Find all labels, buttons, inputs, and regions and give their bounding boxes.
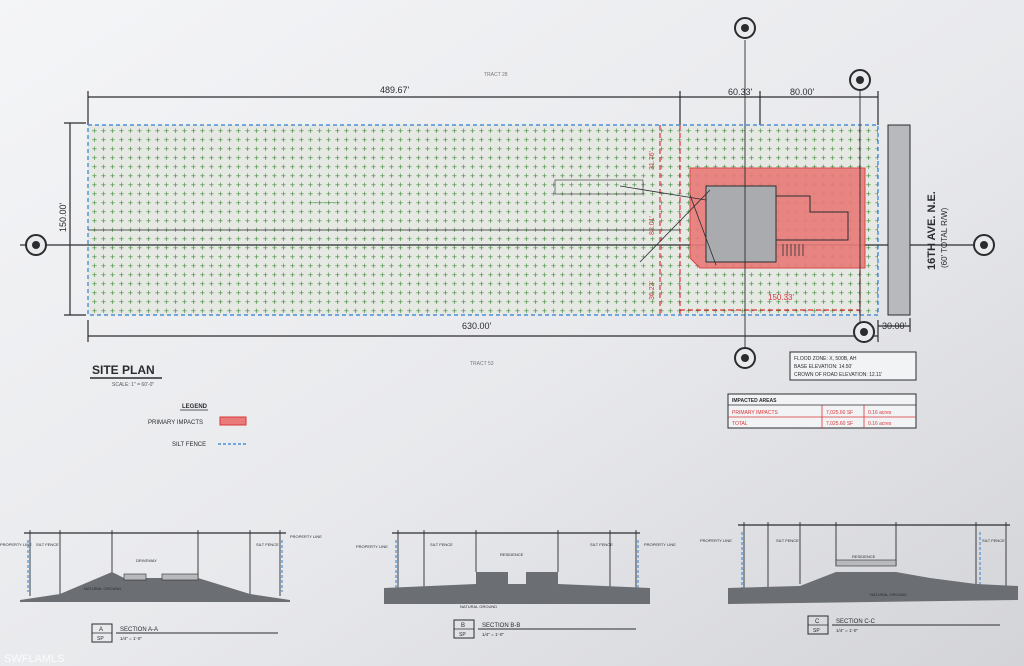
section-b-natural-ground: NATURAL GROUND bbox=[460, 604, 497, 609]
dim-left-width: 150.00' bbox=[58, 202, 68, 232]
flood-info-box bbox=[789, 351, 917, 381]
flood-line-3: CROWN OF ROAD ELEVATION: 12.11' bbox=[794, 372, 882, 378]
section-c-scale: 1/4" = 1'-0" bbox=[836, 628, 858, 633]
section-a-letter: A bbox=[99, 627, 103, 633]
section-marker-left bbox=[25, 234, 47, 256]
section-b-silt-right: SILT FENCE bbox=[590, 542, 613, 547]
section-b-b: RESIDENCE SILT FENCE SILT FENCE PROPERTY… bbox=[356, 530, 676, 639]
leader-lines bbox=[619, 185, 717, 266]
tract-bottom-label: TRACT 53 bbox=[470, 361, 494, 367]
section-b-sheet: SP bbox=[459, 632, 466, 638]
section-marker-right bbox=[973, 234, 995, 256]
section-a-scale: 1/4" = 1'-0" bbox=[120, 636, 142, 641]
section-c-letter: C bbox=[815, 619, 820, 625]
section-b-property-line-right: PROPERTY LINE bbox=[644, 542, 676, 547]
section-a-property-line-right: PROPERTY LINE bbox=[290, 534, 322, 539]
dim-vert-middle: 82.01' bbox=[649, 216, 656, 235]
dim-vert-upper: 31.76' bbox=[649, 151, 656, 170]
dimension-lines bbox=[64, 91, 911, 342]
lot-note: ꟷꟷꟷꟷꟷꟷ bbox=[310, 201, 339, 207]
dim-vert-lower: 36.23' bbox=[649, 281, 656, 300]
callout-box bbox=[554, 179, 644, 195]
dim-row-width: 30.00' bbox=[882, 321, 907, 331]
section-a-a: DRIVEWAY SILT FENCE SILT FENCE PROPERTY … bbox=[0, 530, 322, 643]
section-c-property-line: PROPERTY LINE bbox=[700, 538, 732, 543]
impacted-row-1-sf: 7,025.60 SF bbox=[826, 410, 853, 416]
dim-top-length: 489.67' bbox=[380, 85, 410, 95]
section-a-sheet: SP bbox=[97, 636, 104, 642]
section-a-natural-ground: NATURAL GROUND bbox=[84, 586, 121, 591]
driveway-hatch bbox=[782, 244, 804, 256]
section-b-letter: B bbox=[461, 623, 465, 629]
legend-silt-fence: SILT FENCE bbox=[172, 442, 206, 448]
section-c-silt-left: SILT FENCE bbox=[776, 538, 799, 543]
site-plan-scale: SCALE: 1" = 60'-0" bbox=[112, 382, 154, 388]
impacted-areas-table: IMPACTED AREAS PRIMARY IMPACTS 7,025.60 … bbox=[727, 393, 917, 429]
tract-top-label: TRACT 28 bbox=[484, 72, 508, 78]
flood-line-1: FLOOD ZONE: X, 500B, AH bbox=[794, 356, 857, 362]
section-c-silt-right: SILT FENCE bbox=[982, 538, 1005, 543]
site-plan-title: SITE PLAN bbox=[92, 363, 155, 377]
section-b-center-label: RESIDENCE bbox=[500, 552, 524, 557]
section-b-scale: 1/4" = 1'-0" bbox=[482, 632, 504, 637]
section-a-silt-left: SILT FENCE bbox=[36, 542, 59, 547]
dim-bottom-length: 630.00' bbox=[462, 321, 492, 331]
dim-top-right: 80.00' bbox=[790, 87, 815, 97]
section-c-title: SECTION C-C bbox=[836, 619, 876, 625]
section-a-center-label: DRIVEWAY bbox=[136, 558, 157, 563]
section-marker-top-b bbox=[849, 69, 875, 343]
section-c-c: RESIDENCE SILT FENCE SILT FENCE PROPERTY… bbox=[700, 522, 1018, 635]
section-c-natural-ground: NATURAL GROUND bbox=[870, 592, 907, 597]
street-row: (60' TOTAL R/W) bbox=[940, 207, 949, 268]
section-b-title: SECTION B-B bbox=[482, 623, 520, 629]
dim-top-mid: 60.33' bbox=[728, 87, 753, 97]
section-a-title: SECTION A-A bbox=[120, 627, 158, 633]
section-b-silt-left: SILT FENCE bbox=[430, 542, 453, 547]
residence-footprint bbox=[705, 185, 777, 263]
impact-boundary bbox=[659, 125, 861, 315]
impacted-row-1-acres: 0.16 acres bbox=[868, 410, 892, 416]
legend-primary-impacts: PRIMARY IMPACTS bbox=[148, 420, 203, 426]
road-pavement bbox=[887, 124, 911, 316]
residence-outline bbox=[776, 195, 849, 241]
section-c-sheet: SP bbox=[813, 628, 820, 634]
street-name: 16TH AVE. N.E. bbox=[926, 191, 938, 270]
section-b-property-line: PROPERTY LINE bbox=[356, 544, 388, 549]
watermark: SWFLAMLS bbox=[4, 653, 65, 665]
flood-line-2: BASE ELEVATION: 14.50' bbox=[794, 364, 852, 370]
section-a-silt-right: SILT FENCE bbox=[256, 542, 279, 547]
dim-impact-width: 150.33' bbox=[768, 293, 794, 302]
impacted-row-2-sf: 7,025.60 SF bbox=[826, 421, 853, 427]
section-a-property-line: PROPERTY LINE bbox=[0, 542, 32, 547]
impacted-row-2-acres: 0.16 acres bbox=[868, 421, 892, 427]
section-marker-top-a bbox=[734, 17, 756, 369]
legend-impact-swatch bbox=[219, 416, 247, 426]
impacted-title: IMPACTED AREAS bbox=[732, 398, 777, 404]
section-c-center-label: RESIDENCE bbox=[852, 554, 876, 559]
impacted-row-1-label: PRIMARY IMPACTS bbox=[732, 410, 779, 416]
impacted-row-2-label: TOTAL bbox=[732, 421, 748, 427]
legend-title: LEGEND bbox=[182, 404, 208, 410]
